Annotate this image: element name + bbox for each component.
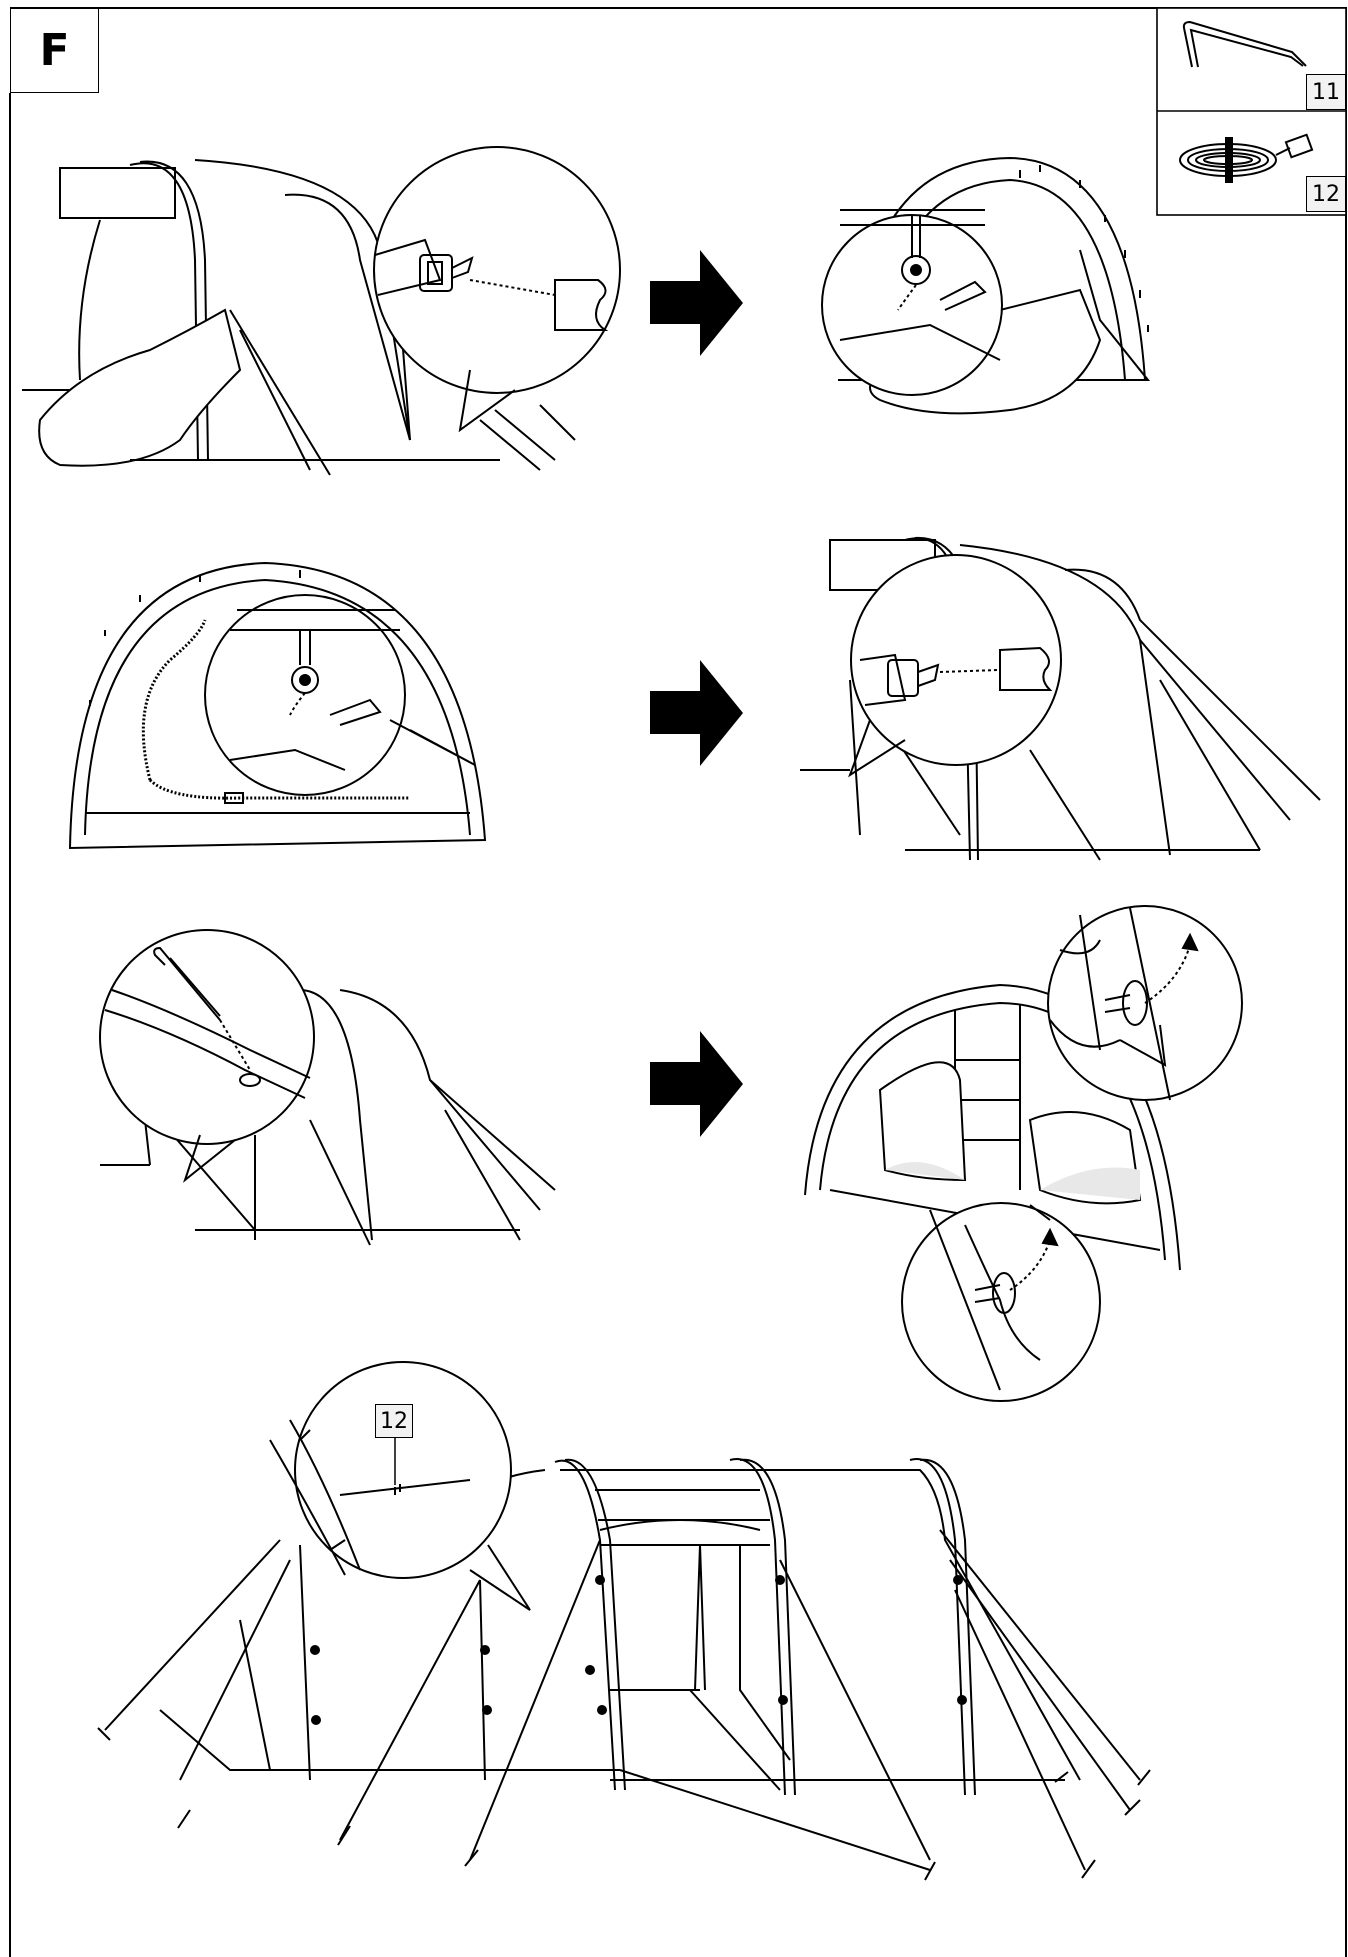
part-number-12: 12 [1306, 176, 1346, 212]
step-2-right-illustration [800, 536, 1321, 861]
step-2-left-illustration [68, 561, 487, 850]
tent-peg-icon [1182, 20, 1307, 68]
guy-rope-icon [1179, 133, 1314, 183]
parts-legend [1156, 7, 1347, 216]
section-letter: F [10, 8, 99, 93]
step-arrow-3 [650, 1031, 743, 1137]
step-arrow-2 [650, 660, 743, 766]
step-4-illustration [97, 1361, 1151, 1881]
callout-part-number: 12 [375, 1404, 413, 1438]
step-1-right-illustration [821, 156, 1151, 415]
step-3-right-illustration [804, 905, 1243, 1402]
step-1-left-illustration [22, 146, 621, 476]
part-number-11: 11 [1306, 74, 1346, 110]
step-3-left-illustration [99, 929, 556, 1246]
step-arrow-1 [650, 250, 743, 356]
